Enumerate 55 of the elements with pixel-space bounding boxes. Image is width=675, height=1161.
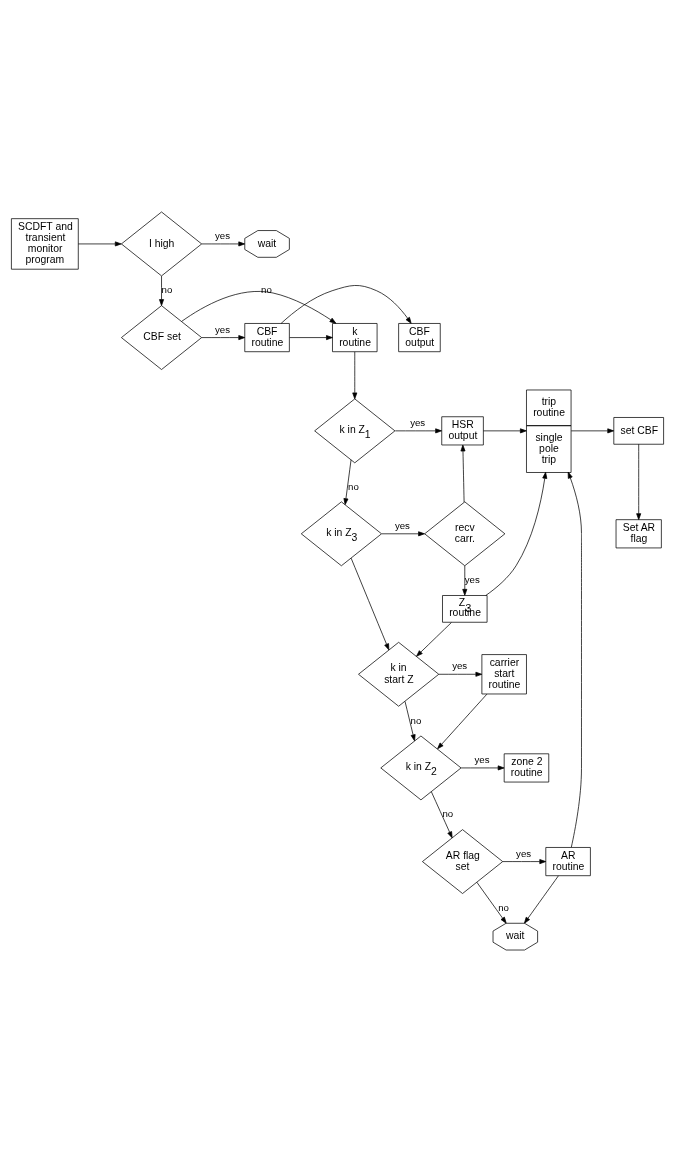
node-diamond: I high (121, 211, 203, 276)
edge-label: yes (464, 573, 480, 585)
arrow (77, 241, 122, 246)
arrow (438, 671, 483, 677)
edge-label: yes (516, 847, 532, 859)
node-box: zone 2 routine (503, 752, 550, 782)
edge-label: yes (474, 753, 490, 765)
arrow (570, 427, 615, 433)
node-box: carrier start routine (481, 653, 527, 694)
arrow (636, 443, 642, 520)
node-box: Set AR flag (615, 518, 662, 548)
arrow (350, 557, 390, 650)
edge-label: no (442, 807, 454, 819)
arrow (394, 427, 442, 433)
arrow (462, 565, 468, 596)
arrow (352, 351, 358, 399)
node-box: AR routine (545, 846, 591, 876)
node-diamond: CBF set (121, 304, 203, 370)
arrow (416, 621, 452, 657)
arrow (159, 275, 164, 306)
arrow (201, 334, 246, 340)
arrow (280, 284, 412, 324)
arrow (483, 427, 527, 433)
node-box: k routine (332, 322, 378, 352)
edge-label: no (410, 714, 422, 726)
node-box: CBF output (398, 322, 441, 352)
edge-label: no (498, 901, 509, 913)
arrow (430, 790, 453, 838)
arrow (181, 290, 337, 324)
arrow (343, 459, 352, 505)
arrow (524, 874, 559, 924)
arrow (404, 700, 416, 741)
edge-label: yes (452, 659, 468, 671)
edge-label: yes (410, 416, 426, 428)
arrow (460, 444, 466, 503)
arrow (289, 334, 333, 340)
node-box: HSR output (441, 415, 484, 445)
edge-label: no (261, 283, 272, 295)
node-box: SCDFT and transient monitor program (11, 217, 79, 270)
arrow (476, 881, 507, 924)
arrow (460, 765, 505, 770)
edge-label: yes (394, 519, 410, 531)
node-box: CBF routine (244, 322, 290, 352)
arrow (381, 530, 425, 536)
edge-label: no (348, 480, 359, 492)
edge-label: yes (215, 323, 231, 335)
edge-label: no (161, 283, 173, 295)
arrow (437, 693, 488, 749)
node-diamond: recv carr. (424, 500, 506, 566)
arrow (485, 471, 548, 596)
node-box: set CBF (613, 416, 664, 445)
arrow (502, 858, 547, 864)
edge-label: yes (214, 229, 230, 241)
arrow (201, 241, 246, 246)
arrow (567, 471, 582, 848)
